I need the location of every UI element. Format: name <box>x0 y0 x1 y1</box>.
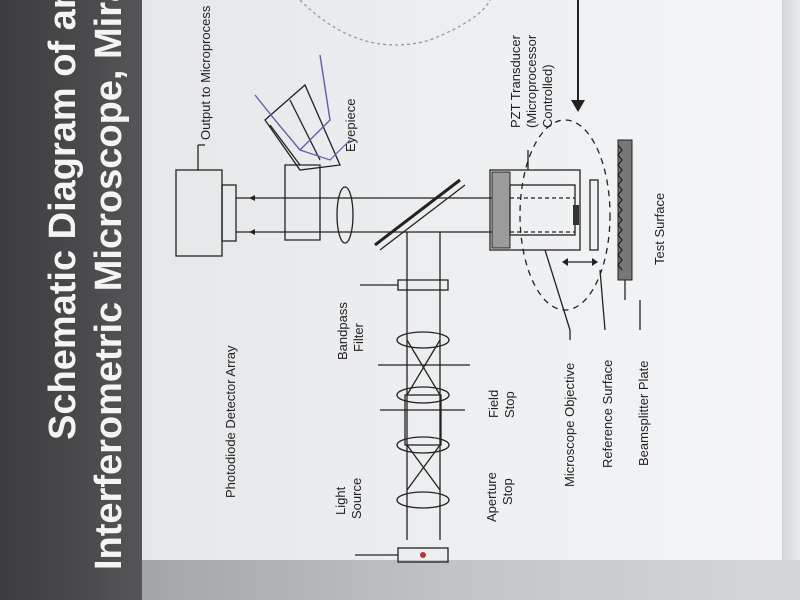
eyepiece-body <box>264 83 341 171</box>
lens-3 <box>396 331 450 349</box>
ray-arrow-2 <box>249 229 255 235</box>
label-field-2: Stop <box>502 391 517 418</box>
cross-ray-2 <box>406 339 441 396</box>
label-bandpass-1: Bandpass <box>335 302 350 360</box>
label-aperture-2: Stop <box>500 478 515 505</box>
ray-arrow-1 <box>249 195 255 201</box>
label-aperture-1: Aperture <box>484 472 499 522</box>
microscope-leader <box>544 249 571 331</box>
detector-window <box>221 184 237 242</box>
label-light-1: Light <box>333 486 348 515</box>
pen-scribble <box>254 54 331 152</box>
title-band: Schematic Diagram of an Interferometric … <box>0 0 142 600</box>
source-lens <box>396 491 450 509</box>
pen-scribble-2 <box>299 139 351 161</box>
label-pzt-2: (Microprocessor <box>524 34 539 128</box>
lamp-filament <box>420 552 426 558</box>
beamsplitter-mirror <box>374 178 461 247</box>
label-bandpass-2: Filter <box>351 322 366 352</box>
eyepiece-line-2 <box>269 124 301 166</box>
lens-2 <box>396 386 450 404</box>
label-light-2: Source <box>349 478 364 519</box>
objective-dashed-outline <box>519 119 611 311</box>
label-beamsplitter: Beamsplitter Plate <box>636 361 651 467</box>
pzt-housing <box>489 169 581 251</box>
photodiode-detector-box <box>175 169 223 257</box>
label-photodiode: Photodiode Detector Array <box>223 345 238 498</box>
beamsplitter-plate <box>589 179 599 251</box>
condenser-tube <box>404 394 442 446</box>
label-pzt-3: Controlled) <box>540 64 555 128</box>
faint-circle-arc <box>299 0 491 46</box>
gap-arrow-r <box>592 258 598 266</box>
slide-bottom-edge <box>142 560 800 600</box>
reference-surface <box>573 205 579 225</box>
relay-lens <box>336 186 354 244</box>
label-reference: Reference Surface <box>600 360 615 468</box>
reference-leader <box>599 269 606 331</box>
test-surface-texture <box>617 144 623 271</box>
beamsplitter-mirror-edge <box>379 184 466 251</box>
label-test: Test Surface <box>652 193 667 265</box>
slide-body <box>142 0 784 560</box>
pzt-arrow-head <box>571 100 585 112</box>
label-eyepiece: Eyepiece <box>343 99 358 152</box>
eyepiece-prism <box>284 164 321 241</box>
label-pzt-1: PZT Transducer <box>508 34 523 128</box>
label-field-1: Field <box>486 390 501 418</box>
label-output: Output to Microprocess <box>198 5 213 140</box>
eyepiece-line-1 <box>289 99 321 161</box>
pzt-top-block <box>491 171 511 249</box>
page-right-edge <box>782 0 800 560</box>
lens-1 <box>396 436 450 454</box>
test-surface <box>617 139 633 281</box>
cross-ray-4 <box>406 444 441 491</box>
gap-arrow-l <box>562 258 568 266</box>
label-microscope: Microscope Objective <box>562 363 577 487</box>
